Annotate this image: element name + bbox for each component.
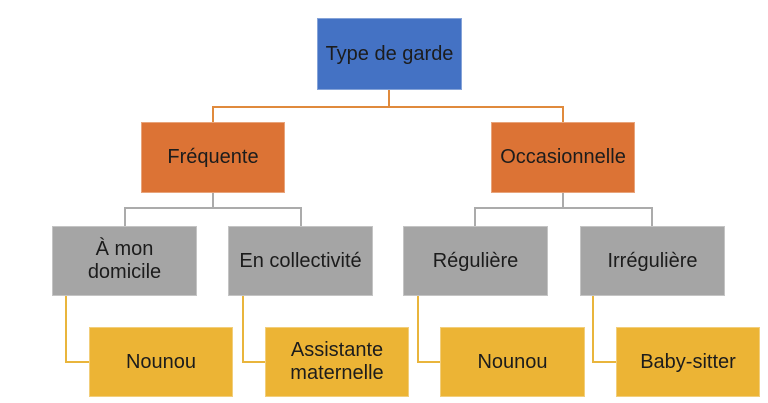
node-a-mon-domicile: À mon domicile bbox=[52, 226, 197, 296]
connector-elbow-nounou2-h bbox=[417, 361, 441, 363]
connector-drop-irreguliere bbox=[651, 207, 653, 226]
connector-elbow-babysitter-h bbox=[592, 361, 617, 363]
node-irreguliere: Irrégulière bbox=[580, 226, 725, 296]
connector-root-stem bbox=[388, 90, 390, 107]
connector-elbow-babysitter-v bbox=[592, 296, 594, 363]
node-frequente-label: Fréquente bbox=[167, 146, 259, 168]
node-type-de-garde-label: Type de garde bbox=[325, 42, 454, 65]
node-nounou-reguliere: Nounou bbox=[440, 327, 585, 397]
connector-elbow-nounou1-h bbox=[65, 361, 90, 363]
node-nounou-reguliere-label: Nounou bbox=[477, 350, 548, 373]
connector-elbow-assistante-h bbox=[242, 361, 266, 363]
connector-drop-occasionnelle bbox=[562, 106, 564, 123]
connector-occasionnelle-stem bbox=[562, 193, 564, 209]
connector-drop-frequente bbox=[212, 106, 214, 123]
connector-frequente-stem bbox=[212, 193, 214, 209]
node-nounou-domicile-label: Nounou bbox=[125, 350, 197, 373]
node-assistante-maternelle: Assistante maternelle bbox=[265, 327, 409, 397]
node-irreguliere-label: Irrégulière bbox=[607, 249, 698, 272]
connector-occasionnelle-crossbar bbox=[474, 207, 653, 209]
node-occasionnelle-label: Occasionnelle bbox=[500, 146, 626, 168]
connector-root-crossbar bbox=[212, 106, 564, 108]
connector-elbow-nounou2-v bbox=[417, 296, 419, 363]
node-nounou-domicile: Nounou bbox=[89, 327, 233, 397]
node-en-collectivite-label: En collectivité bbox=[239, 249, 362, 272]
connector-elbow-assistante-v bbox=[242, 296, 244, 363]
connector-elbow-nounou1-v bbox=[65, 296, 67, 363]
node-reguliere: Régulière bbox=[403, 226, 548, 296]
node-occasionnelle: Occasionnelle bbox=[491, 122, 635, 193]
node-baby-sitter-label: Baby-sitter bbox=[640, 350, 736, 373]
node-reguliere-label: Régulière bbox=[432, 249, 519, 272]
connector-drop-reguliere bbox=[474, 207, 476, 226]
node-a-mon-domicile-label: À mon domicile bbox=[87, 238, 162, 283]
node-en-collectivite: En collectivité bbox=[228, 226, 373, 296]
connector-drop-en-collectivite bbox=[300, 207, 302, 226]
node-baby-sitter: Baby-sitter bbox=[616, 327, 760, 397]
node-assistante-maternelle-label: Assistante maternelle bbox=[290, 339, 384, 384]
node-type-de-garde: Type de garde bbox=[317, 18, 462, 90]
connector-drop-a-mon-domicile bbox=[124, 207, 126, 226]
connector-frequente-crossbar bbox=[124, 207, 302, 209]
node-frequente: Fréquente bbox=[141, 122, 285, 193]
